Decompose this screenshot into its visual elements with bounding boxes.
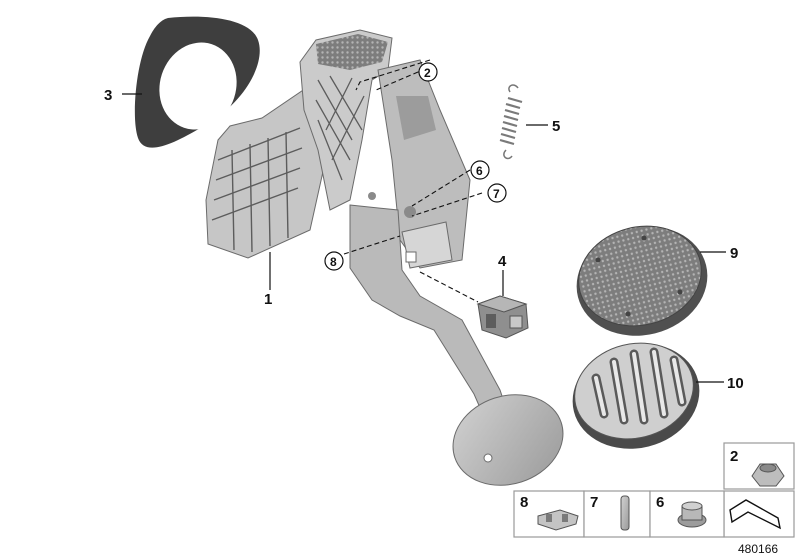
- legend-clip: 8: [513, 490, 585, 538]
- callout-5: 5: [552, 118, 560, 135]
- callout-circle-2: 2: [418, 62, 438, 82]
- legend-grommet-label: 6: [656, 494, 664, 511]
- legend-clip-label: 8: [520, 494, 528, 511]
- callout-2: 2: [424, 66, 431, 80]
- callout-1: 1: [264, 291, 272, 308]
- legend-nut-label: 2: [730, 448, 738, 465]
- return-spring: [499, 84, 523, 160]
- callout-9: 9: [730, 245, 738, 262]
- legend-grommet: 6: [649, 490, 725, 538]
- callout-10: 10: [727, 375, 744, 392]
- pedal-pad-textured: [576, 225, 708, 336]
- legend-pin-label: 7: [590, 494, 598, 511]
- callout-circle-6: 6: [470, 160, 490, 180]
- callout-7: 7: [493, 187, 500, 201]
- callout-circle-8: 8: [324, 251, 344, 271]
- callout-6: 6: [476, 164, 483, 178]
- callout-3: 3: [104, 87, 112, 104]
- leader-lines: [122, 59, 726, 383]
- callout-circle-7: 7: [487, 183, 507, 203]
- legend-nut: 2: [723, 442, 795, 490]
- document-id: 480166: [738, 542, 778, 556]
- legend-pin: 7: [583, 490, 651, 538]
- pedal-pad-ribbed: [572, 342, 700, 449]
- pedal-switch: [476, 295, 529, 339]
- callout-8: 8: [330, 255, 337, 269]
- callout-4: 4: [498, 253, 507, 270]
- legend-direction-box: [723, 490, 795, 538]
- gasket-ring: [134, 16, 260, 148]
- pedal-bracket: [205, 29, 564, 486]
